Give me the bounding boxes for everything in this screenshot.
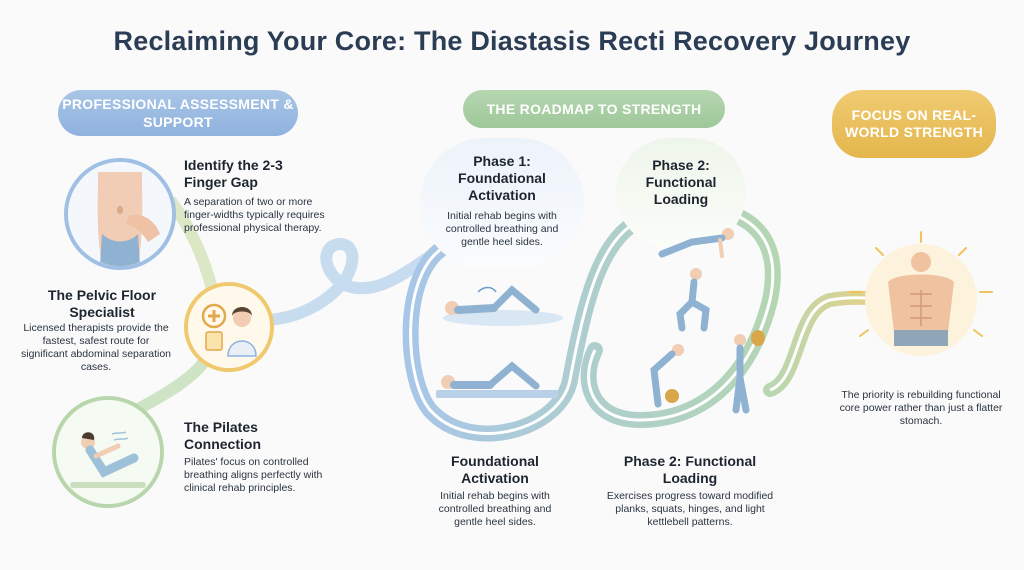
real-world-text: The priority is rebuilding functional co… — [839, 389, 1003, 427]
squat-icon — [676, 268, 710, 332]
assessment-pill: PROFESSIONAL ASSESSMENT & SUPPORT — [58, 90, 298, 136]
pilates-illustration — [52, 396, 164, 508]
phase1-heading: Phase 1: Foundational Activation — [458, 153, 546, 203]
bottom-functional-heading: Phase 2: Functional Loading — [623, 453, 757, 486]
pilates-text: Pilates' focus on controlled breathing a… — [184, 456, 323, 494]
phase1-text: Initial rehab begins with controlled bre… — [445, 210, 559, 248]
therapist-icon — [188, 286, 270, 368]
finger-gap-heading: Identify the 2-3 Finger Gap — [184, 157, 283, 190]
pilates-icon — [56, 400, 160, 504]
pelvic-floor-heading: The Pelvic Floor Specialist — [47, 287, 157, 320]
abdomen-icon — [68, 162, 172, 266]
heel-slide-icon — [436, 361, 558, 398]
plank-icon — [658, 228, 734, 258]
page-title: Reclaiming Your Core: The Diastasis Rect… — [113, 26, 911, 56]
bottom-foundational-text: Initial rehab begins with controlled bre… — [438, 490, 552, 528]
phase1-bubble — [420, 138, 584, 268]
finger-gap-text: A separation of two or more finger-width… — [184, 196, 325, 234]
finger-gap-illustration — [64, 158, 176, 270]
phase2-heading: Phase 2: Functional Loading — [645, 157, 717, 207]
pilates-heading: The Pilates Connection — [184, 419, 261, 452]
real-world-pill: FOCUS ON REAL-WORLD STRENGTH — [832, 90, 996, 158]
breathing-exercise-icon — [443, 285, 563, 326]
kettlebell-icon — [732, 330, 765, 414]
bottom-foundational-heading: Foundational Activation — [451, 453, 539, 486]
pelvic-floor-specialist-illustration — [184, 282, 274, 372]
strong-core-icon — [849, 231, 993, 356]
hinge-icon — [650, 344, 684, 408]
roadmap-pill: THE ROADMAP TO STRENGTH — [463, 90, 725, 128]
pelvic-floor-text: Licensed therapists provide the fastest,… — [20, 322, 171, 373]
bottom-functional-text: Exercises progress toward modified plank… — [606, 490, 774, 528]
